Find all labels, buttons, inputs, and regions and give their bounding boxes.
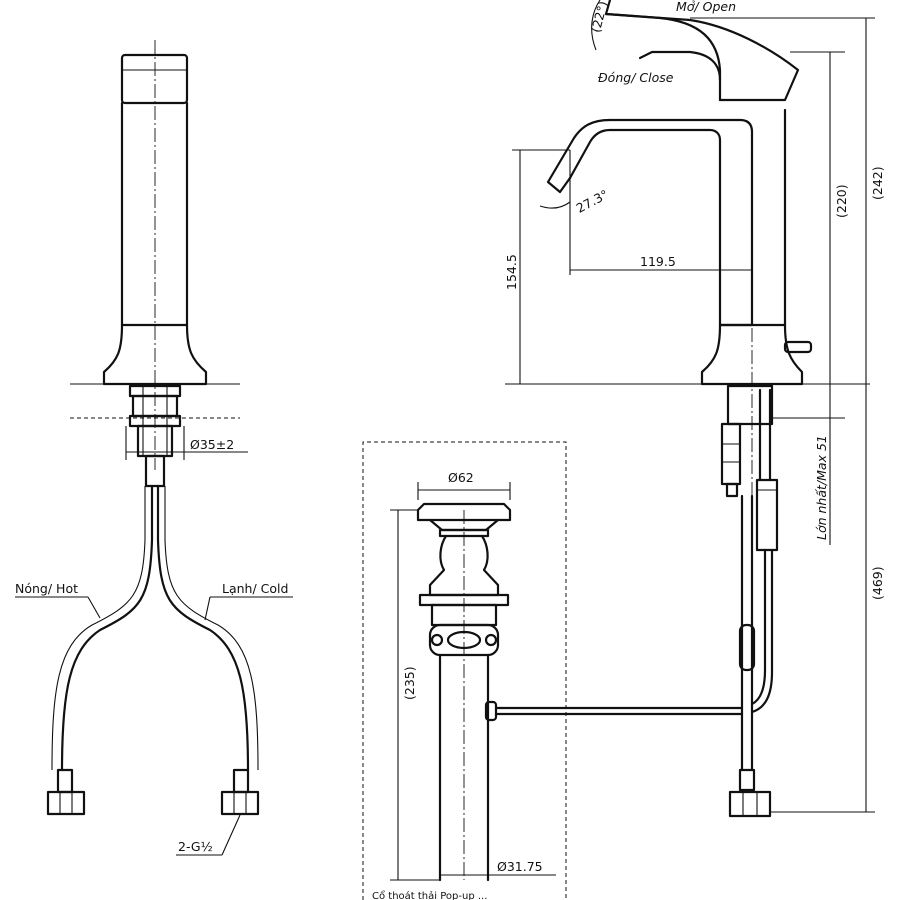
dim-62-label: Ø62	[448, 470, 474, 485]
dim-35-label: Ø35±2	[190, 437, 234, 452]
hot-label: Nóng/ Hot	[15, 581, 78, 596]
dim-235-label: (235)	[402, 666, 417, 700]
bottom-note-label: Cổ thoát thải Pop-up ...	[372, 889, 487, 900]
dim-220-label: (220)	[834, 184, 849, 218]
dim-242-label: (242)	[870, 166, 885, 200]
angle-open-label: (22°)	[588, 0, 611, 34]
dim-469-label: (469)	[870, 566, 885, 600]
front-view: (22°) Mở/ Open Đóng/ Close 27.3° 119.5 1…	[504, 0, 885, 818]
side-view: Ø35±2 Nóng/ Hot Lạnh/ Cold 2-G½	[15, 40, 293, 856]
popup-drain-view: Ø62 (235) Ø31.75 Cổ thoát thải Pop-up ..…	[362, 441, 744, 900]
dim-spout-reach-label: 119.5	[640, 254, 676, 269]
thread-label: 2-G½	[178, 839, 213, 854]
dim-spout-height-label: 154.5	[504, 254, 519, 290]
angle-spout-label: 27.3°	[574, 187, 611, 216]
open-label: Mở/ Open	[676, 0, 736, 14]
cold-label: Lạnh/ Cold	[222, 581, 288, 596]
dim-3175-label: Ø31.75	[497, 859, 543, 874]
max-thickness-label: Lớn nhất/Max 51	[814, 435, 829, 540]
close-label: Đóng/ Close	[598, 70, 674, 85]
